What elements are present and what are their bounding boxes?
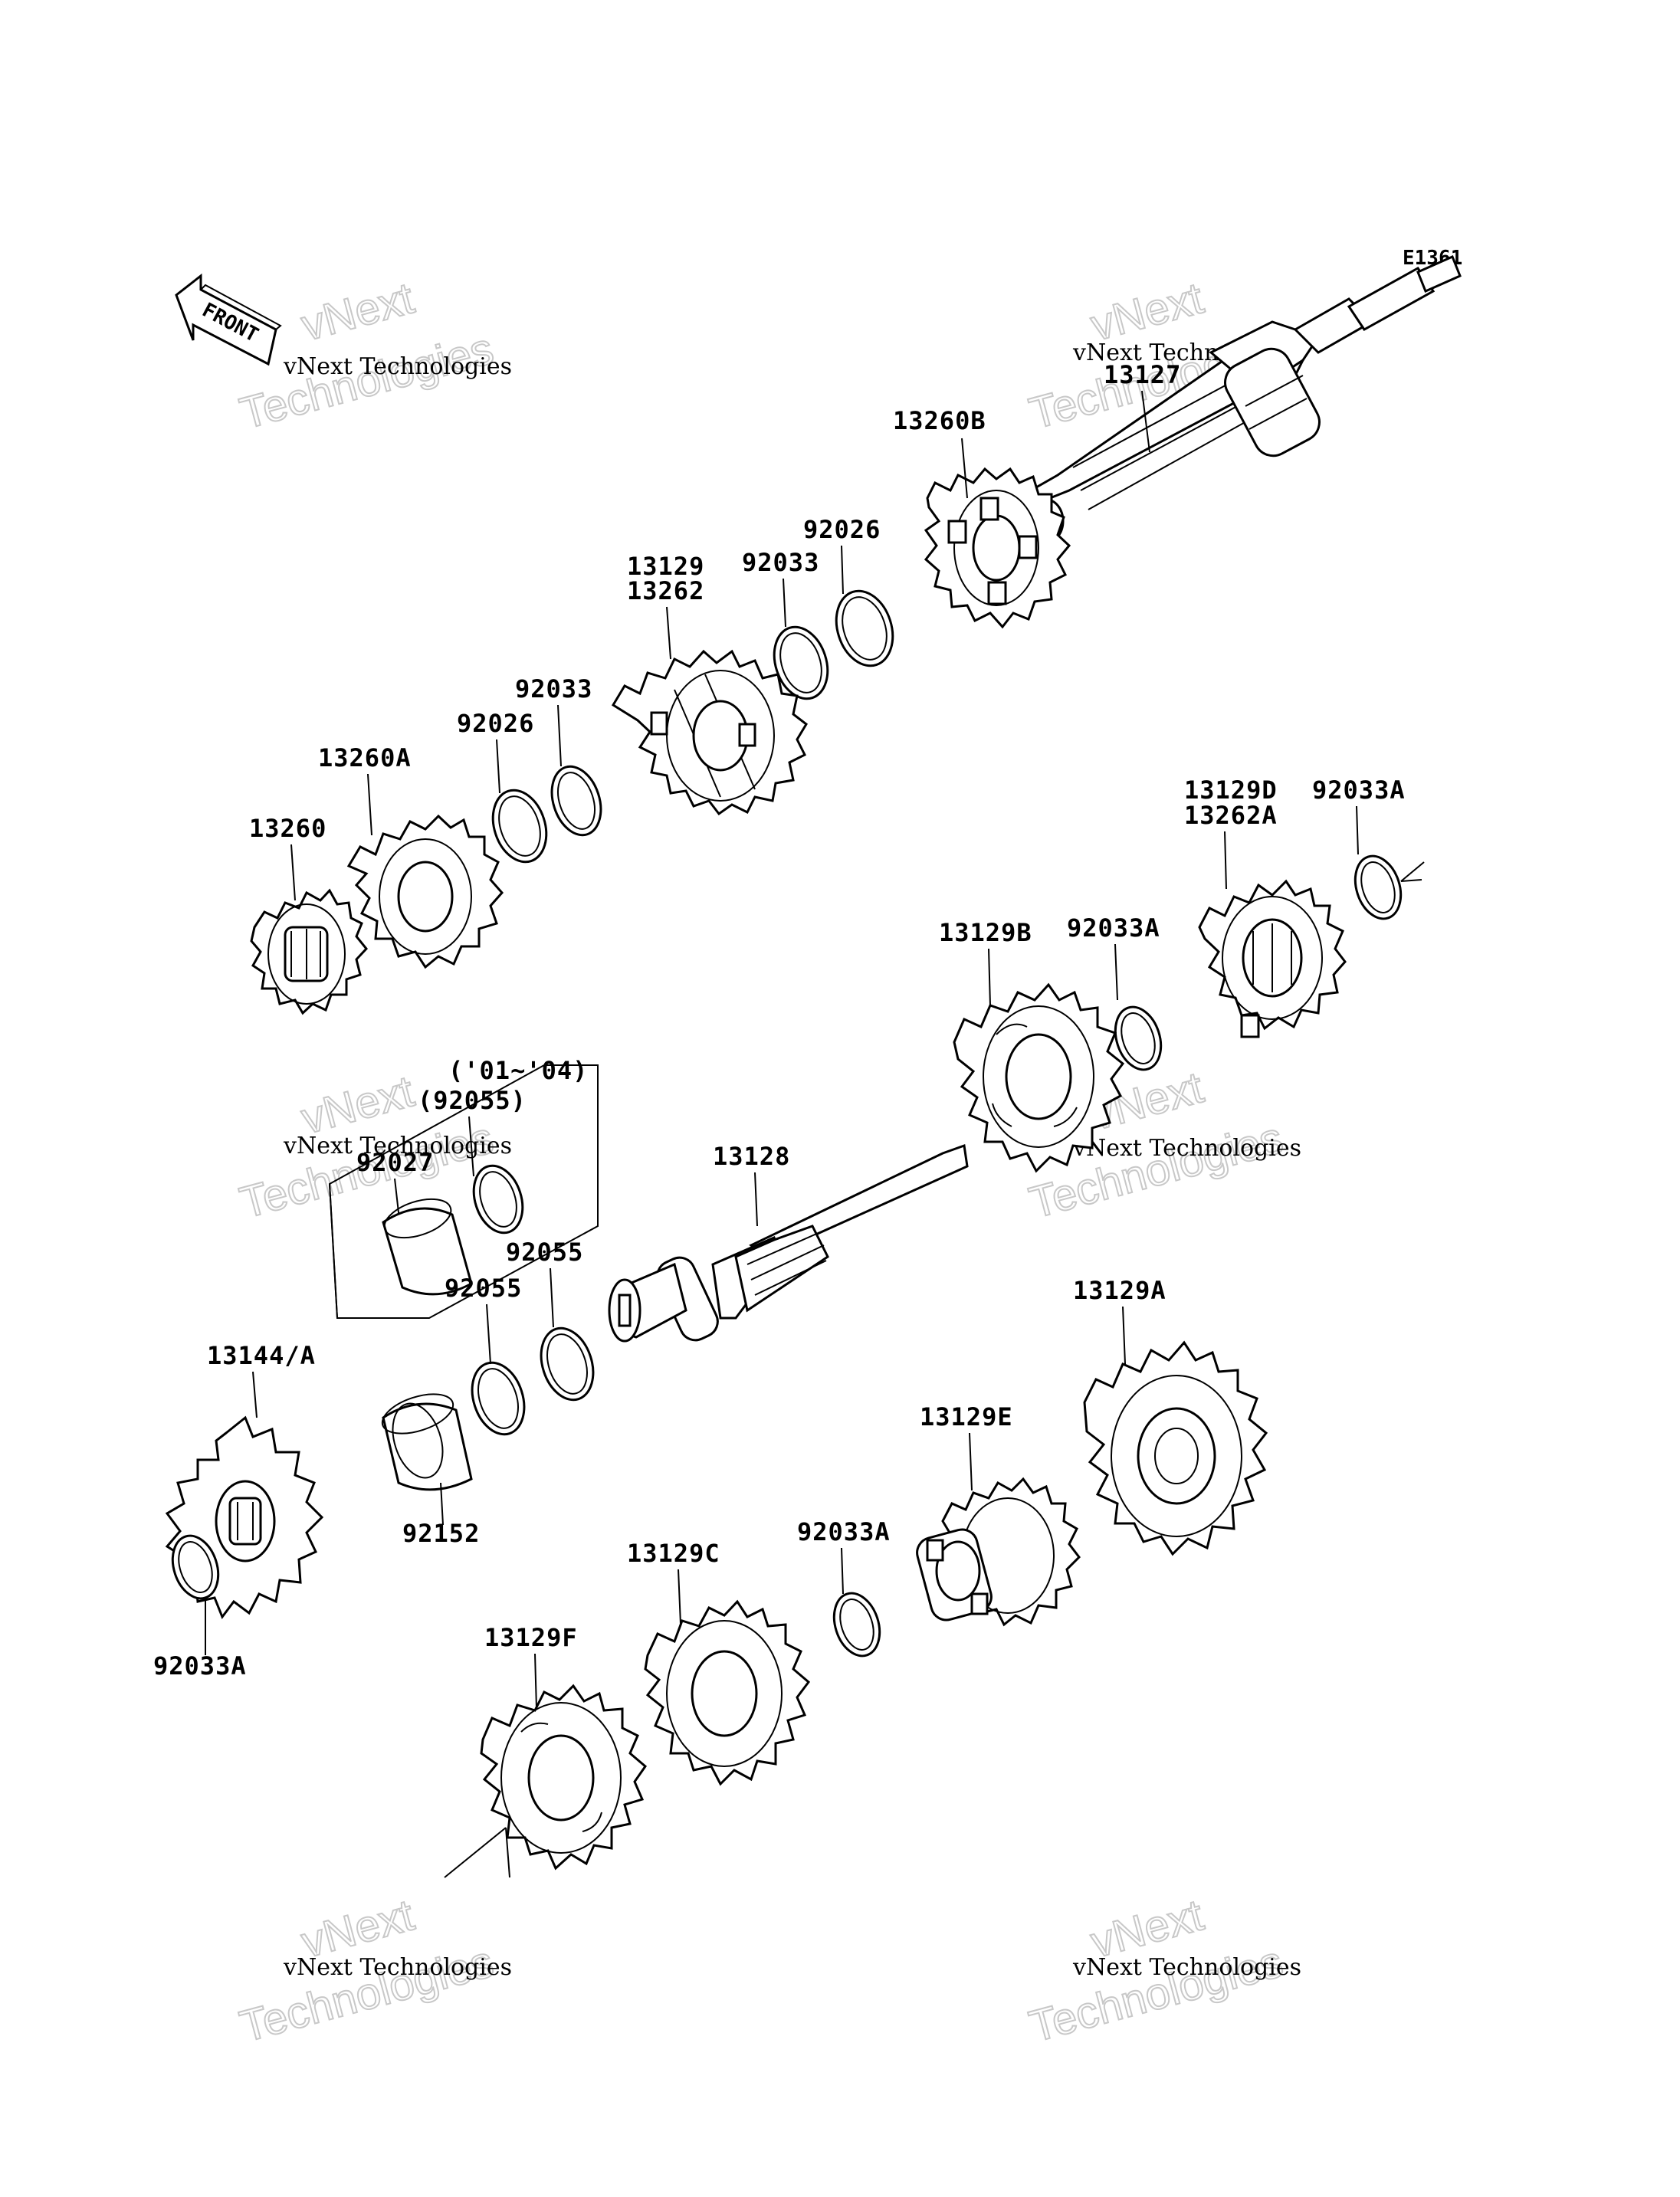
label-13129: 13129 [627,552,704,581]
variant-box-01-04: ('01~'04) (92055) 92027 [328,1056,599,1319]
watermark-5: vNext Technologies vNext Technologies [235,1889,512,2052]
svg-text:vNext: vNext [297,273,419,350]
label-92055-a: 92055 [506,1238,583,1267]
ring-92033A-lower [832,1592,881,1658]
svg-text:vNext Technologies: vNext Technologies [1072,1954,1301,1981]
shaft-13128 [608,1143,969,1343]
label-92033A-right-mid: 92033A [1067,913,1160,943]
ring-92033-upper [773,625,829,700]
gear-13129E [916,1477,1081,1627]
gear-13260B [924,467,1071,629]
gear-13260 [250,888,368,1015]
gear-13129A [1083,1340,1268,1556]
watermark-6: vNext Technologies vNext Technologies [1024,1889,1301,2052]
label-13144A: 13144/A [207,1341,316,1370]
label-13262A: 13262A [1184,801,1278,830]
svg-text:vNext Technologies: vNext Technologies [1072,1135,1301,1162]
label-92055-b: 92055 [445,1274,522,1303]
shaft-13127 [1028,254,1462,544]
front-arrow-icon: FRONT [175,273,282,366]
label-92033A-right-upper: 92033A [1312,776,1406,805]
svg-text:vNext Technologies: vNext Technologies [283,1954,512,1981]
label-92033-upper: 92033 [742,548,819,577]
ring-92026-mid [491,789,548,864]
ring-92026-upper [835,589,894,667]
gear-13260A [346,814,504,969]
watermark-1: vNext Technologies vNext Technologies [235,272,512,439]
ring-92033A-right-upper [1354,854,1425,920]
label-13129B: 13129B [939,918,1032,947]
ring-92033A-right-mid [1114,1005,1163,1071]
label-13260B: 13260B [893,406,986,435]
variant-part-92027: 92027 [356,1148,434,1177]
ring-92055-b [471,1361,526,1436]
gear-13129D-13262A [1198,879,1347,1038]
gear-13129C [644,1599,811,1786]
label-13260: 13260 [249,814,326,843]
label-92152: 92152 [402,1519,480,1548]
label-13127: 13127 [1104,360,1181,389]
label-92026-mid: 92026 [457,709,534,738]
gear-13129-13262 [611,649,808,816]
collar-92152 [381,1393,473,1491]
label-92026-upper: 92026 [803,515,881,544]
ring-92033-mid [550,765,602,837]
label-13129D: 13129D [1184,776,1278,805]
label-92033A-left: 92033A [153,1651,247,1681]
label-13260A: 13260A [318,743,412,772]
variant-years: ('01~'04) [448,1056,588,1085]
label-13129F: 13129F [484,1623,578,1652]
label-13129E: 13129E [920,1402,1013,1431]
label-13128: 13128 [713,1142,790,1171]
label-13129C: 13129C [627,1539,720,1568]
label-92033-mid: 92033 [515,674,592,703]
gear-13129B [953,982,1125,1173]
gear-13129F [480,1684,648,1871]
label-92033A-lower: 92033A [797,1517,891,1546]
ring-92033A-left [171,1534,220,1600]
label-13262: 13262 [627,576,704,605]
ring-92055-a [540,1326,595,1402]
svg-text:vNext Technologies: vNext Technologies [283,353,512,380]
variant-part-parens: (92055) [418,1086,527,1115]
label-13129A: 13129A [1073,1276,1166,1305]
